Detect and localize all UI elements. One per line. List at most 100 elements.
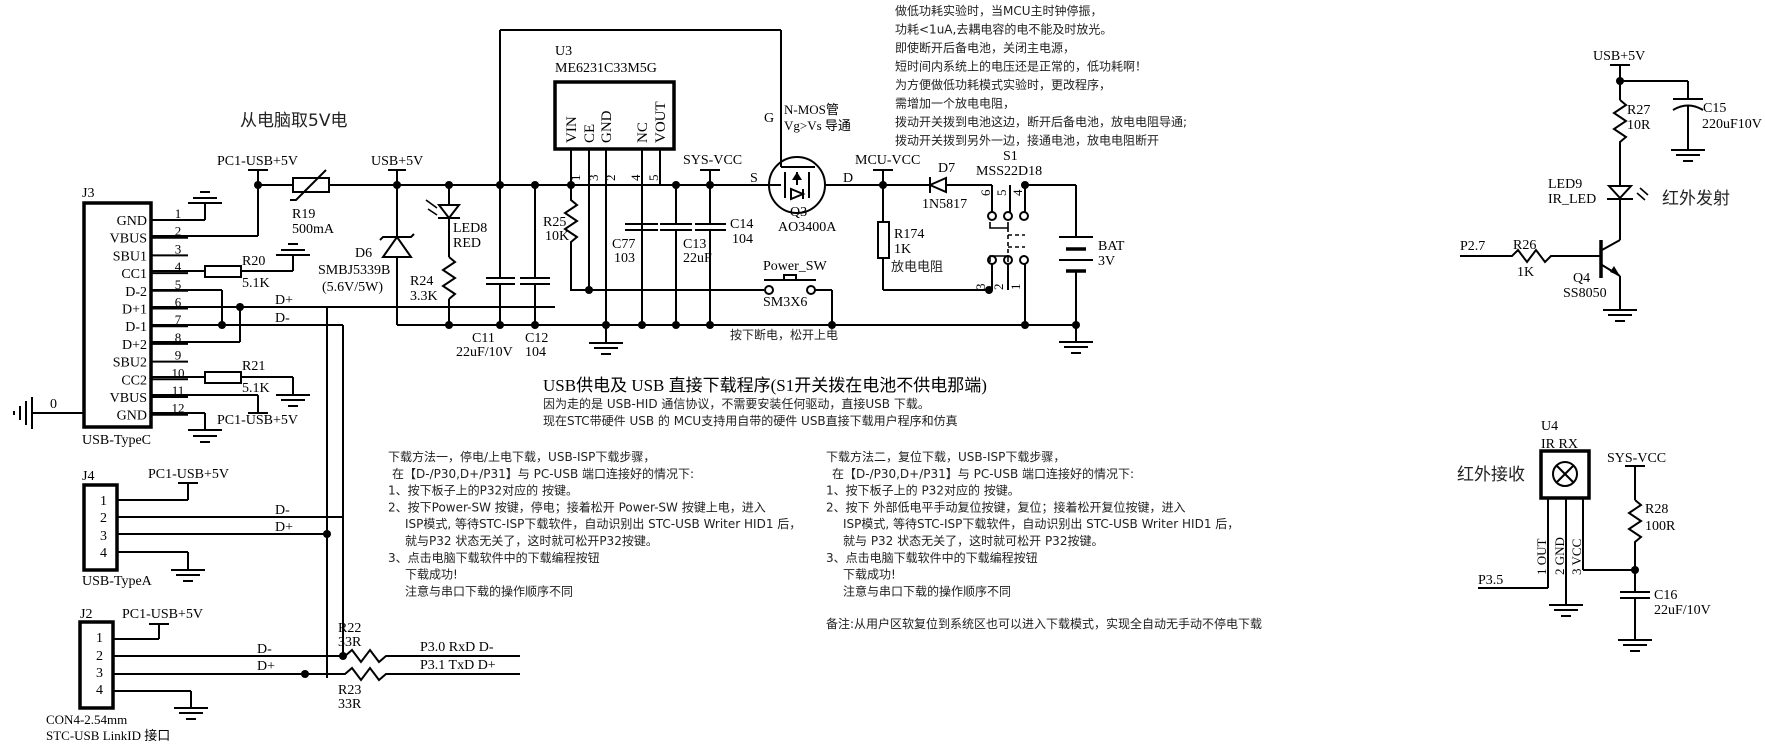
- net-pc-usb-5v-top: PC1-USB+5V: [217, 154, 298, 169]
- r22: [340, 648, 520, 664]
- u3-pin-num-4: 4: [628, 174, 643, 181]
- r21-ref: R21: [242, 359, 265, 374]
- c15-ref: C15: [1703, 101, 1726, 116]
- j2-ref: J2: [80, 607, 92, 622]
- bat-value: 3V: [1098, 254, 1115, 269]
- r27: [1612, 99, 1628, 185]
- method1-line: 在【D-/P30,D+/P31】与 PC-USB 端口连接好的情况下:: [392, 466, 694, 481]
- lowpower-line: 做低功耗实验时，当MCU主时钟停振，: [895, 3, 1103, 18]
- usb-title: USB供电及 USB 直接下载程序(S1开关拨在电池不供电那端): [543, 376, 987, 395]
- r23-ref: R23: [338, 683, 361, 698]
- u3-pin-ce: CE: [582, 124, 598, 143]
- s1-pin-6: 6: [978, 189, 993, 196]
- j3-pin-name: D+2: [122, 338, 147, 353]
- j3-pin-num: 9: [175, 348, 182, 363]
- lowpower-line: 即使断开后备电池，关闭主电源，: [895, 40, 1075, 55]
- r21: [204, 371, 242, 384]
- j4-pin-4: 4: [100, 546, 107, 561]
- led8-value: RED: [453, 236, 481, 251]
- d7-ref: D7: [938, 161, 955, 176]
- c11-ref: C11: [472, 331, 495, 346]
- led8-ref: LED8: [453, 221, 487, 236]
- c13-ref: C13: [683, 237, 706, 252]
- r28-value: 100R: [1645, 519, 1676, 534]
- u3-pin-num-2: 2: [603, 175, 618, 182]
- r174-ref: R174: [894, 227, 924, 242]
- j3-pin-num: 10: [172, 365, 185, 380]
- j2-pin-3: 3: [96, 666, 103, 681]
- u3-pin-num-3: 3: [586, 175, 601, 182]
- q3-mosfet: G N-MOS管 Vg>Vs 导通 S D Q3 AO3400A: [750, 102, 853, 235]
- s1-pin-2: 2: [991, 284, 1006, 291]
- r27-ref: R27: [1627, 103, 1650, 118]
- connector-j3: J3 USB-TypeC GND1VBUS2SBU13CC14D-25D+16D…: [82, 186, 188, 448]
- j3-pin-num: 12: [172, 401, 185, 416]
- r174: [877, 221, 890, 259]
- q3-gate-label: G: [764, 111, 774, 126]
- u3-pin-vin: VIN: [564, 116, 580, 143]
- s1-ref: S1: [1003, 149, 1018, 164]
- led8: [436, 204, 462, 220]
- lowpower-line: 拨动开关拨到另外一边，接通电池，放电电阻断开: [895, 133, 1159, 148]
- connector-j2: J2 CON4-2.54mm STC-USB LinkID 接口 1 2 3 4: [46, 607, 170, 743]
- method1-line: 3、点击电脑下载软件中的下载编程按钮: [388, 550, 600, 565]
- r19-ref: R19: [292, 207, 315, 222]
- discharge-note: 放电电阻: [891, 260, 943, 275]
- net-mcu-vcc: MCU-VCC: [855, 153, 920, 168]
- c11-value: 22uF/10V: [456, 345, 513, 360]
- u4-pin-out: 1 OUT: [1534, 538, 1549, 575]
- j2-name: CON4-2.54mm: [46, 712, 127, 727]
- net-dplus-j4: D+: [275, 520, 293, 535]
- r20-ref: R20: [242, 254, 265, 269]
- j3-pin-name: D-2: [125, 285, 147, 300]
- u4-ref: U4: [1541, 419, 1558, 434]
- method2-line: ISP模式, 等待STC-ISP下载软件，自动识别出 STC-USB Write…: [843, 517, 1239, 531]
- j3-pin-num: 3: [175, 241, 182, 256]
- q3-value: AO3400A: [778, 220, 837, 235]
- s1-pin-1: 1: [1008, 284, 1023, 291]
- net-pc-usb-5v-j4: PC1-USB+5V: [148, 467, 229, 482]
- s1-pin-3: 3: [973, 284, 988, 291]
- power-sw: [764, 285, 774, 295]
- c14-value: 104: [732, 232, 753, 247]
- method1-line: 2、按下Power-SW 按键，停电；接着松开 Power-SW 按键上电，进入: [388, 499, 766, 514]
- usb-sub-2: 现在STC带硬件 USB 的 MCU支持用自带的硬件 USB直接下载用户程序和仿…: [543, 413, 958, 428]
- r23-value: 33R: [338, 697, 362, 712]
- j3-pin-num: 2: [175, 224, 182, 239]
- lowpower-line: 功耗<1uA,去耦电容的电不能及时放光。: [895, 22, 1112, 37]
- s1-pin-5: 5: [994, 190, 1009, 197]
- j3-pin-num: 6: [175, 295, 182, 310]
- u4-pin-gnd: 2 GND: [1552, 537, 1567, 575]
- net-pc-usb-5v-j2: PC1-USB+5V: [122, 607, 203, 622]
- download-method-1: 下载方法一，停电/上电下载，USB-ISP下载步骤，在【D-/P30,D+/P3…: [388, 449, 801, 598]
- j2-pin-4: 4: [96, 683, 103, 698]
- r26: [1460, 248, 1600, 264]
- method1-line: 注意与串口下载的操作顺序不同: [405, 583, 573, 598]
- net-dminus-j2: D-: [257, 642, 272, 657]
- j3-pin-name: D+1: [122, 303, 147, 318]
- j3-pin-num: 5: [175, 277, 182, 292]
- r22-value: 33R: [338, 635, 362, 650]
- j3-pin-name: CC2: [121, 373, 147, 388]
- r20-value: 5.1K: [242, 276, 270, 291]
- led9-ir: [1606, 185, 1634, 200]
- r27-value: 10R: [1627, 118, 1651, 133]
- method2-line: 3、点击电脑下载软件中的下载编程按钮: [826, 550, 1038, 565]
- c12-value: 104: [525, 345, 546, 360]
- net-pc-usb-5v-j3: PC1-USB+5V: [217, 413, 298, 428]
- led9-value: IR_LED: [1548, 192, 1596, 207]
- ir-rx-label: 红外接收: [1457, 465, 1525, 485]
- d6-ref: D6: [355, 246, 372, 261]
- method2-line: 下载成功!: [843, 568, 896, 582]
- shield-net-label: 0: [50, 397, 57, 412]
- power-sw-note: 按下断电，松开上电: [730, 327, 838, 342]
- j3-pin-name: SBU1: [113, 249, 147, 264]
- lowpower-line: 为方便做低功耗模式实验时，更改程序，: [895, 77, 1111, 92]
- ir-receiver-icon: [1552, 461, 1578, 487]
- net-p31: P3.1 TxD D+: [420, 658, 496, 673]
- j3-pin-num: 4: [175, 259, 182, 274]
- j4-body: [82, 483, 119, 572]
- r26-value: 1K: [1517, 265, 1534, 280]
- r25-value: 10K: [545, 229, 569, 244]
